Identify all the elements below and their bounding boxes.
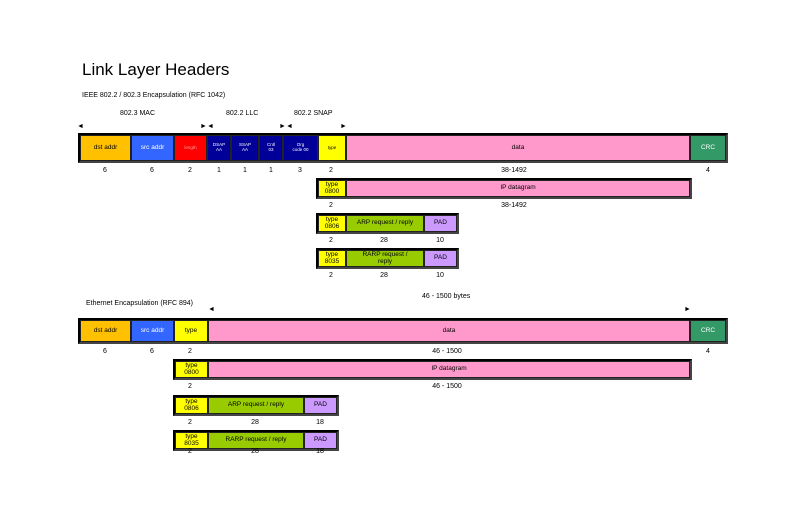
size-label: 4 xyxy=(706,348,710,355)
ieee-ip-type: type 0800 xyxy=(318,180,346,197)
size-label: 46 - 1500 xyxy=(432,383,462,390)
ieee-dsap: DSAP AA xyxy=(207,135,231,161)
ieee-rarp-type: type 8035 xyxy=(318,250,346,267)
size-label: 1 xyxy=(269,167,273,174)
ethernet-src-addr: src addr xyxy=(131,320,174,342)
arrow-left-icon: ◄ xyxy=(207,123,214,130)
mac-group-label: 802.3 MAC xyxy=(120,110,156,117)
arrow-right-icon: ► xyxy=(279,123,286,130)
ethernet-bytes-label: 46 - 1500 bytes xyxy=(422,293,471,300)
size-label: 2 xyxy=(329,237,333,244)
size-label: 6 xyxy=(150,348,154,355)
size-label: 2 xyxy=(329,272,333,279)
ethernet-frame xyxy=(78,318,728,344)
ethernet-arp-payload: ARP request / reply xyxy=(208,397,304,414)
ethernet-arp-type: type 0806 xyxy=(175,397,208,414)
size-label: 38-1492 xyxy=(501,202,527,209)
ieee-ip-row xyxy=(316,178,692,199)
ieee-type: type xyxy=(318,135,346,161)
size-label: 6 xyxy=(103,348,107,355)
ethernet-dst-addr: dst addr xyxy=(80,320,131,342)
ethernet-data: data xyxy=(208,320,690,342)
size-label: 6 xyxy=(150,167,154,174)
size-label: 28 xyxy=(251,448,259,455)
size-label: 2 xyxy=(188,448,192,455)
ethernet-rarp-type: type 8035 xyxy=(175,432,208,449)
ieee-ssap: SSAP AA xyxy=(231,135,259,161)
snap-group-label: 802.2 SNAP xyxy=(294,110,333,117)
size-label: 28 xyxy=(380,237,388,244)
ieee-org-code: Org code 00 xyxy=(283,135,318,161)
size-label: 2 xyxy=(188,167,192,174)
size-label: 1 xyxy=(217,167,221,174)
arrow-right-icon: ► xyxy=(340,123,347,130)
size-label: 28 xyxy=(251,419,259,426)
ieee-frame xyxy=(78,133,728,163)
ieee-length: length xyxy=(174,135,207,161)
ethernet-rarp-row xyxy=(173,430,339,451)
ieee-arp-payload: ARP request / reply xyxy=(346,215,424,232)
ethernet-ip-datagram: IP datagram xyxy=(208,361,690,378)
size-label: 10 xyxy=(436,272,444,279)
ethernet-subtitle: Ethernet Encapsulation (RFC 894) xyxy=(86,300,193,307)
arrow-right-icon: ► xyxy=(200,123,207,130)
size-label: 2 xyxy=(188,419,192,426)
arrow-left-icon: ◄ xyxy=(286,123,293,130)
size-label: 10 xyxy=(436,237,444,244)
size-label: 2 xyxy=(188,383,192,390)
arrow-left-icon: ◄ xyxy=(208,306,215,313)
size-label: 46 - 1500 xyxy=(432,348,462,355)
ieee-arp-row xyxy=(316,213,459,234)
size-label: 1 xyxy=(243,167,247,174)
size-label: 2 xyxy=(329,202,333,209)
arrow-right-icon: ► xyxy=(684,306,691,313)
ethernet-rarp-payload: RARP request / reply xyxy=(208,432,304,449)
ieee-rarp-pad: PAD xyxy=(424,250,457,267)
llc-group-label: 802.2 LLC xyxy=(226,110,259,117)
size-label: 2 xyxy=(188,348,192,355)
size-label: 28 xyxy=(380,272,388,279)
ethernet-arp-pad: PAD xyxy=(304,397,337,414)
ieee-dst-addr: dst addr xyxy=(80,135,131,161)
ieee-cntl: Cntl 03 xyxy=(259,135,283,161)
size-label: 3 xyxy=(298,167,302,174)
ieee-ip-datagram: IP datagram xyxy=(346,180,690,197)
ieee-src-addr: src addr xyxy=(131,135,174,161)
size-label: 6 xyxy=(103,167,107,174)
ieee-crc: CRC xyxy=(690,135,726,161)
size-label: 38-1492 xyxy=(501,167,527,174)
size-label: 4 xyxy=(706,167,710,174)
ieee-arp-pad: PAD xyxy=(424,215,457,232)
ethernet-crc: CRC xyxy=(690,320,726,342)
ethernet-type: type xyxy=(174,320,208,342)
ieee-subtitle: IEEE 802.2 / 802.3 Encapsulation (RFC 10… xyxy=(82,92,226,99)
page-title: Link Layer Headers xyxy=(82,60,230,79)
ieee-rarp-payload: RARP request / reply xyxy=(346,250,424,267)
ieee-rarp-row xyxy=(316,248,459,269)
ethernet-rarp-pad: PAD xyxy=(304,432,337,449)
size-label: 18 xyxy=(316,419,324,426)
size-label: 18 xyxy=(316,448,324,455)
ethernet-ip-row xyxy=(173,359,692,380)
arrow-left-icon: ◄ xyxy=(77,123,84,130)
ieee-arp-type: type 0806 xyxy=(318,215,346,232)
size-label: 2 xyxy=(329,167,333,174)
ieee-data: data xyxy=(346,135,690,161)
ethernet-ip-type: type 0800 xyxy=(175,361,208,378)
ethernet-arp-row xyxy=(173,395,339,416)
